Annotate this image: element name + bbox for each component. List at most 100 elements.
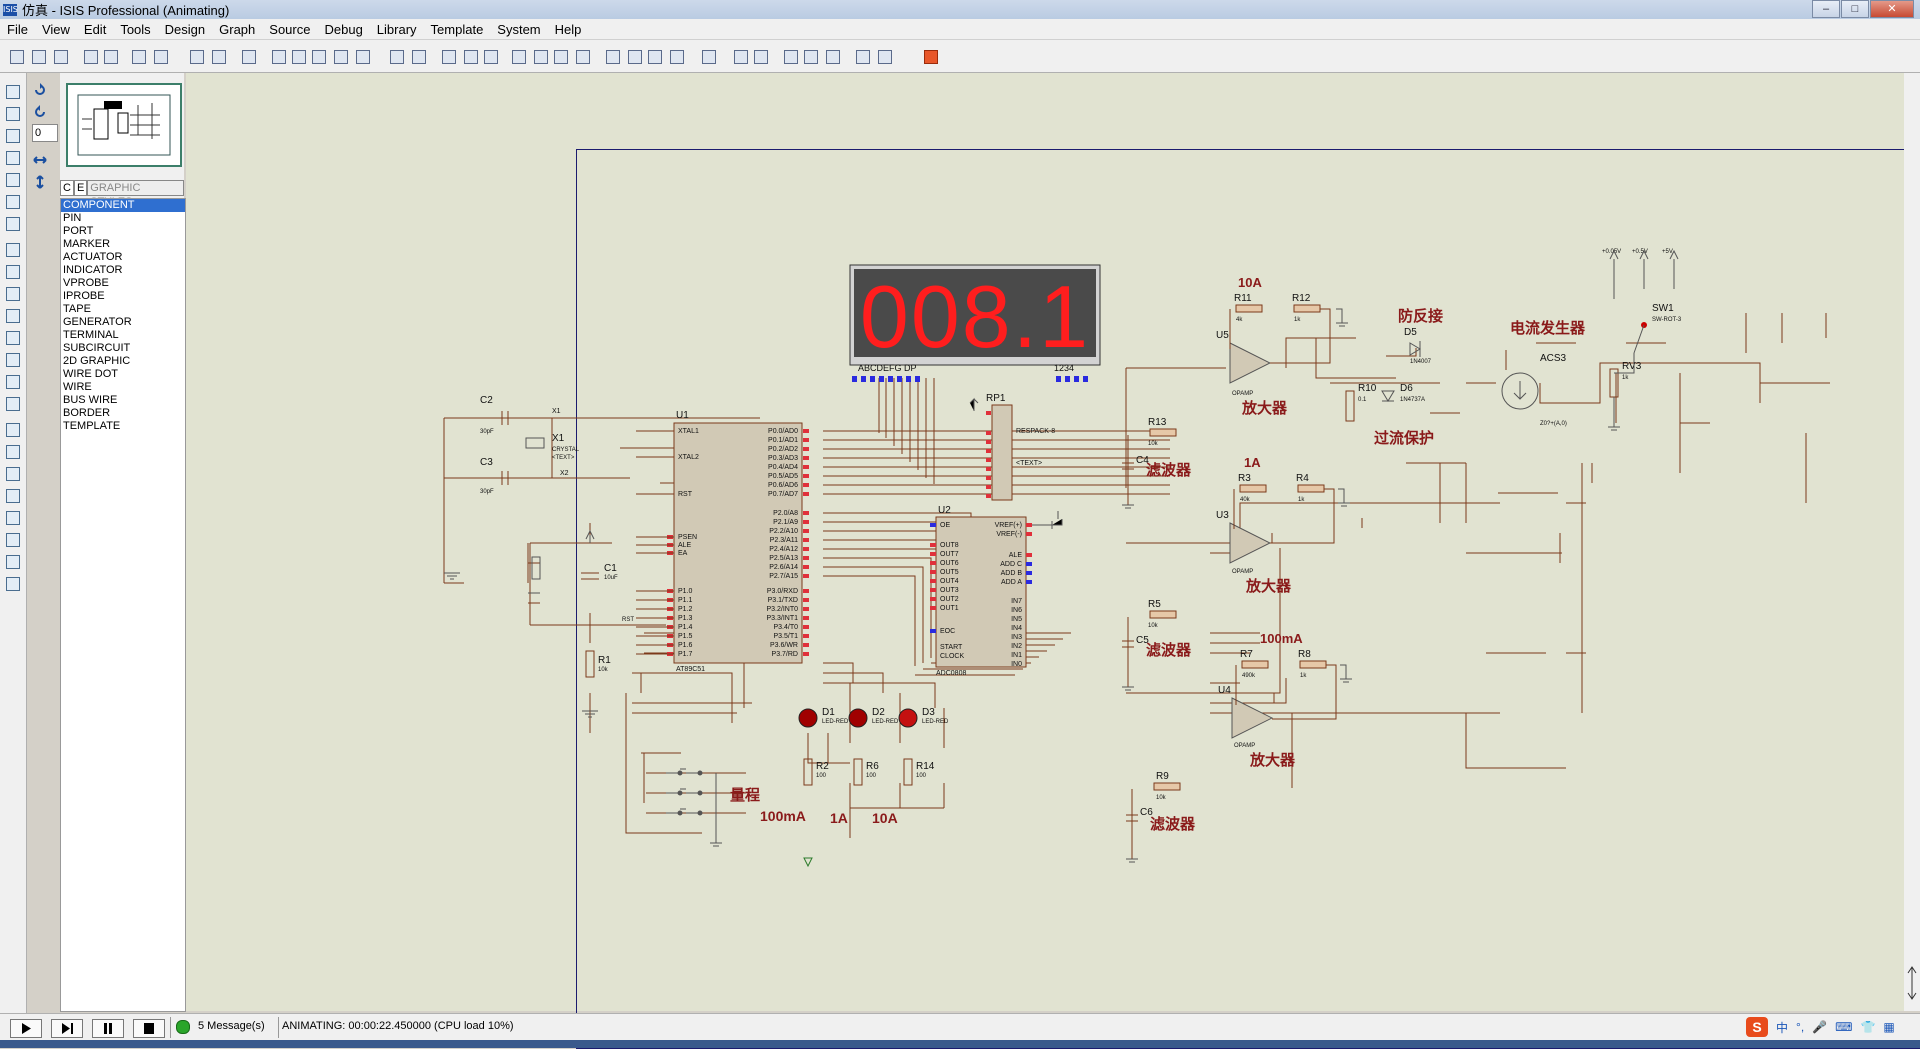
list-item[interactable]: GENERATOR bbox=[63, 316, 132, 328]
zoom-area-icon[interactable] bbox=[354, 48, 370, 64]
reset-circuit[interactable]: C1 10uF R1 10k RST bbox=[528, 529, 634, 718]
menu-template[interactable]: Template bbox=[430, 21, 484, 37]
export-icon[interactable] bbox=[102, 48, 118, 64]
menu-system[interactable]: System bbox=[497, 21, 541, 37]
list-item[interactable]: SUBCIRCUIT bbox=[63, 342, 131, 354]
step-button[interactable] bbox=[51, 1019, 83, 1038]
play-button[interactable] bbox=[10, 1019, 42, 1038]
list-item[interactable]: TERMINAL bbox=[63, 329, 119, 341]
list-item[interactable]: ACTUATOR bbox=[63, 251, 123, 263]
refresh-icon[interactable] bbox=[188, 48, 204, 64]
graph-icon[interactable] bbox=[4, 285, 20, 301]
rotation-input[interactable]: 0 bbox=[32, 124, 58, 142]
filter-networks[interactable]: R13 R5 R9 10k 10k 10k C4 C5 C6 滤波器 滤波器 滤… bbox=[1122, 417, 1196, 863]
box-tool-icon[interactable] bbox=[4, 443, 20, 459]
menu-view[interactable]: View bbox=[41, 21, 70, 37]
menu-edit[interactable]: Edit bbox=[83, 21, 107, 37]
ime-language[interactable]: 中 bbox=[1776, 1020, 1789, 1035]
circle-tool-icon[interactable] bbox=[4, 465, 20, 481]
symbol-tool-icon[interactable] bbox=[4, 553, 20, 569]
component-mode-icon[interactable] bbox=[4, 105, 20, 121]
marker-tool-icon[interactable] bbox=[4, 575, 20, 591]
cut-icon[interactable] bbox=[440, 48, 456, 64]
mirror-vertical-icon[interactable] bbox=[32, 174, 48, 190]
list-item[interactable]: BORDER bbox=[63, 407, 111, 419]
sogou-logo-icon[interactable]: S bbox=[1746, 1017, 1768, 1037]
open-file-icon[interactable] bbox=[30, 48, 46, 64]
schematic-canvas[interactable]: 008.1 ABCDEFG DP 1234 U1 AT89C51 XTAL1 X… bbox=[186, 73, 1920, 1049]
menu-design[interactable]: Design bbox=[164, 21, 206, 37]
crystal-circuit[interactable]: C2 30pF C3 30pF X1 CRYSTAL <TEXT> X1 X2 bbox=[444, 395, 580, 580]
exit-to-parent-icon[interactable] bbox=[824, 48, 840, 64]
messages-count[interactable]: 5 Message(s) bbox=[198, 1020, 265, 1032]
subcircuit-icon[interactable] bbox=[4, 215, 20, 231]
new-file-icon[interactable] bbox=[8, 48, 24, 64]
close-button[interactable]: ✕ bbox=[1870, 0, 1914, 18]
device-pin-icon[interactable] bbox=[4, 263, 20, 279]
list-item[interactable]: WIRE bbox=[63, 381, 92, 393]
mirror-horizontal-icon[interactable] bbox=[32, 152, 48, 168]
menu-file[interactable]: File bbox=[7, 21, 28, 37]
list-item[interactable]: INDICATOR bbox=[63, 264, 123, 276]
list-item[interactable]: TAPE bbox=[63, 303, 91, 315]
paste-icon[interactable] bbox=[482, 48, 498, 64]
list-item[interactable]: VPROBE bbox=[63, 277, 109, 289]
voltage-probe-icon[interactable] bbox=[4, 351, 20, 367]
keyboard-icon[interactable]: ⌨ bbox=[1835, 1020, 1853, 1034]
minimize-button[interactable]: – bbox=[1812, 0, 1840, 18]
list-item[interactable]: IPROBE bbox=[63, 290, 105, 302]
u2-adc[interactable]: U2 ADC0808 OE OUT8 OUT7 OUT6 OUT5 OUT4 O… bbox=[930, 505, 1063, 677]
list-item[interactable]: COMPONENT bbox=[61, 199, 185, 212]
overview-window[interactable] bbox=[66, 83, 182, 167]
block-rotate-icon[interactable] bbox=[552, 48, 568, 64]
block-delete-icon[interactable] bbox=[574, 48, 590, 64]
menu-help[interactable]: Help bbox=[554, 21, 582, 37]
import-icon[interactable] bbox=[82, 48, 98, 64]
ares-icon[interactable] bbox=[922, 48, 938, 64]
pick-device-icon[interactable] bbox=[604, 48, 620, 64]
list-item[interactable]: 2D GRAPHIC bbox=[63, 355, 131, 367]
list-item[interactable]: BUS WIRE bbox=[63, 394, 118, 406]
tab-graphic-styles[interactable]: GRAPHIC STYLES bbox=[87, 180, 184, 208]
search-icon[interactable] bbox=[732, 48, 748, 64]
print-icon[interactable] bbox=[130, 48, 146, 64]
menu-tools[interactable]: Tools bbox=[120, 21, 151, 37]
pause-button[interactable] bbox=[92, 1019, 124, 1038]
range-leds[interactable]: D1 D2 D3 LED-RED LED-RED LED-RED R2 R6 R… bbox=[730, 707, 949, 868]
text-tool-icon[interactable] bbox=[4, 531, 20, 547]
generator-icon[interactable] bbox=[4, 329, 20, 345]
line-tool-icon[interactable] bbox=[4, 421, 20, 437]
wire-autorouter-icon[interactable] bbox=[700, 48, 716, 64]
remove-sheet-icon[interactable] bbox=[802, 48, 818, 64]
origin-icon[interactable] bbox=[240, 48, 256, 64]
package-tool-icon[interactable] bbox=[646, 48, 662, 64]
list-item[interactable]: MARKER bbox=[63, 238, 111, 250]
list-item[interactable]: TEMPLATE bbox=[63, 420, 121, 432]
arc-tool-icon[interactable] bbox=[4, 487, 20, 503]
tab-edit[interactable]: E bbox=[73, 180, 88, 196]
zoom-out-icon[interactable] bbox=[310, 48, 326, 64]
list-item[interactable]: WIRE DOT bbox=[63, 368, 118, 380]
menu-debug[interactable]: Debug bbox=[324, 21, 363, 37]
redo-icon[interactable] bbox=[410, 48, 426, 64]
rotate-clockwise-icon[interactable] bbox=[32, 82, 48, 98]
toolbox-icon[interactable]: ▦ bbox=[1883, 1020, 1895, 1034]
new-sheet-icon[interactable] bbox=[782, 48, 798, 64]
print-area-icon[interactable] bbox=[152, 48, 168, 64]
list-item[interactable]: PORT bbox=[63, 225, 94, 237]
clothes-icon[interactable]: 👕 bbox=[1860, 1020, 1876, 1034]
property-tool-icon[interactable] bbox=[752, 48, 768, 64]
vertical-scrollbar[interactable] bbox=[1904, 73, 1920, 1011]
selection-mode-icon[interactable] bbox=[4, 83, 20, 99]
zoom-in-icon[interactable] bbox=[290, 48, 306, 64]
block-move-icon[interactable] bbox=[532, 48, 548, 64]
virtual-instrument-icon[interactable] bbox=[4, 395, 20, 411]
block-copy-icon[interactable] bbox=[510, 48, 526, 64]
electrical-rules-icon[interactable] bbox=[876, 48, 892, 64]
current-probe-icon[interactable] bbox=[4, 373, 20, 389]
terminal-icon[interactable] bbox=[4, 241, 20, 257]
rotate-anticlockwise-icon[interactable] bbox=[32, 104, 48, 120]
bill-of-materials-icon[interactable] bbox=[854, 48, 870, 64]
decompose-icon[interactable] bbox=[668, 48, 684, 64]
pan-icon[interactable] bbox=[270, 48, 286, 64]
